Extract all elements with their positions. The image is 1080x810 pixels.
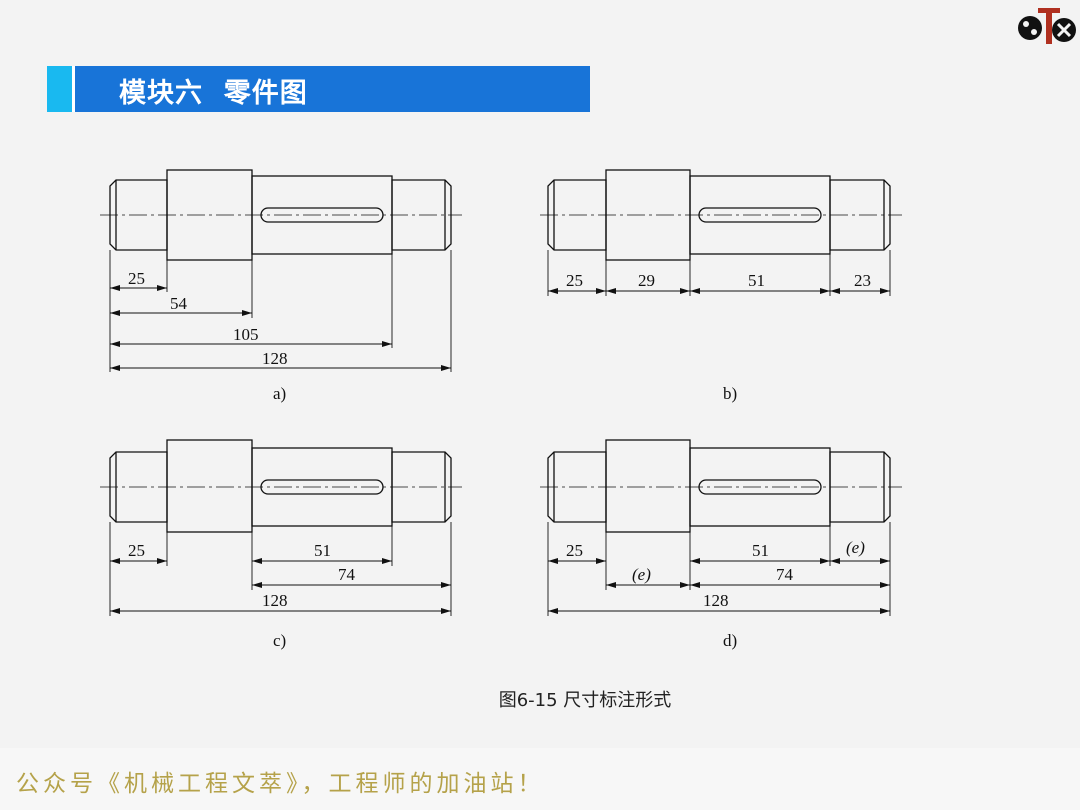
dim-a-1: 25 — [128, 269, 145, 288]
dim-c-2: 51 — [314, 541, 331, 560]
panel-c — [100, 439, 462, 616]
panel-d-label: d) — [723, 631, 737, 650]
dim-c-1: 25 — [128, 541, 145, 560]
dim-a-3: 105 — [233, 325, 259, 344]
gear-logo-icon — [1018, 8, 1076, 44]
dim-d-5: 74 — [776, 565, 794, 584]
panel-a — [100, 169, 462, 372]
dim-c-3: 74 — [338, 565, 356, 584]
figure-caption: 图6-15 尺寸标注形式 — [498, 690, 672, 711]
dim-d-6: 128 — [703, 591, 729, 610]
dim-d-1: 25 — [566, 541, 583, 560]
dim-a-2: 54 — [170, 294, 188, 313]
dim-b-1: 25 — [566, 271, 583, 290]
panel-d — [540, 439, 902, 616]
panel-b — [540, 169, 902, 296]
footer: 公众号《机械工程文萃》，工程师的加油站！ — [0, 748, 1080, 810]
dim-b-3: 51 — [748, 271, 765, 290]
dim-d-4: (e) — [846, 538, 865, 557]
title-bar: 模块六 零件图 — [47, 66, 590, 112]
title-accent-stripe — [47, 66, 72, 112]
shaft-dimensioning-figure: 25 54 105 128 a) 25 29 51 23 — [100, 169, 902, 650]
dim-b-4: 23 — [854, 271, 871, 290]
page-title: 模块六 零件图 — [119, 78, 308, 109]
dim-d-2: (e) — [632, 565, 651, 584]
dim-b-2: 29 — [638, 271, 655, 290]
dim-d-3: 51 — [752, 541, 769, 560]
title-accent-gap — [72, 66, 75, 112]
slide: 模块六 零件图 — [47, 8, 1076, 711]
footer-text: 公众号《机械工程文萃》，工程师的加油站！ — [16, 771, 545, 797]
panel-a-label: a) — [273, 384, 286, 403]
panel-b-label: b) — [723, 384, 737, 403]
dim-a-4: 128 — [262, 349, 288, 368]
panel-c-label: c) — [273, 631, 286, 650]
dim-c-4: 128 — [262, 591, 288, 610]
